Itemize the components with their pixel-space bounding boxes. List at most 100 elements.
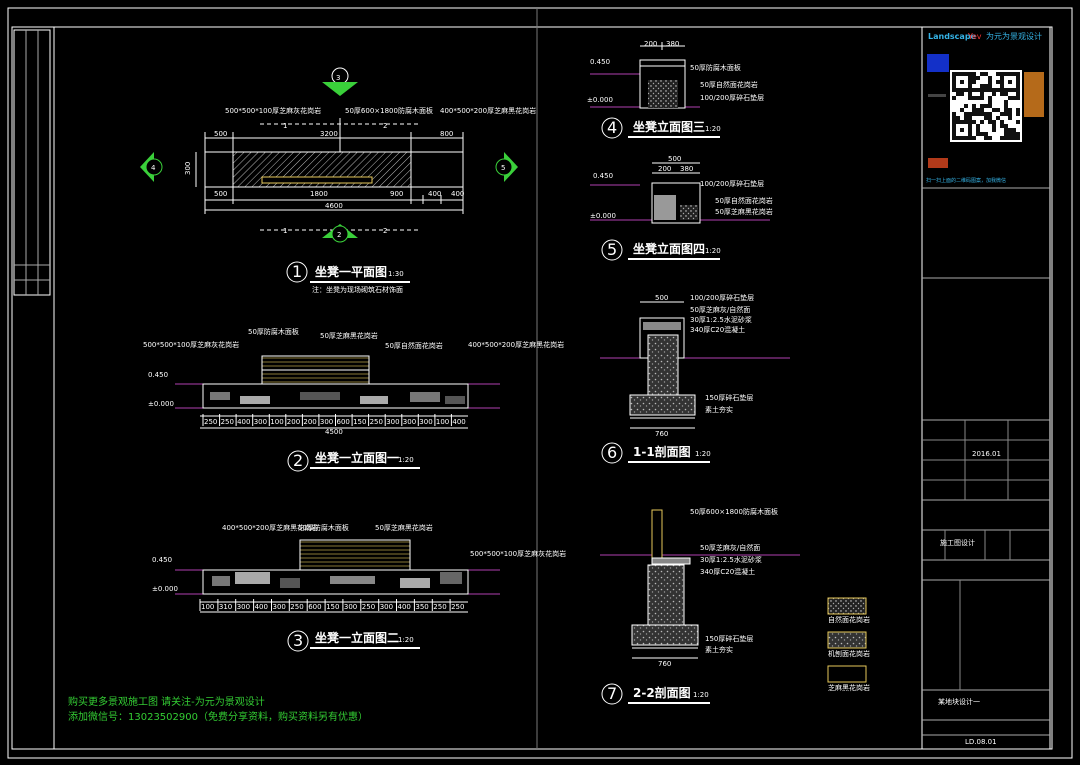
svg-text:400*500*200厚芝麻黑花岗岩: 400*500*200厚芝麻黑花岗岩 (468, 340, 564, 349)
qr-module (988, 96, 992, 100)
dim-label: 400 (398, 603, 411, 611)
plan-dim-f: 900 (390, 190, 403, 198)
svg-text:±0.000: ±0.000 (587, 96, 613, 104)
svg-text:30厚1:2.5水泥砂浆: 30厚1:2.5水泥砂浆 (690, 315, 752, 324)
dim-label: 150 (353, 418, 366, 426)
svg-text:50厚芝麻黑花岗岩: 50厚芝麻黑花岗岩 (375, 523, 433, 532)
dim-label: 310 (219, 603, 232, 611)
svg-text:150厚碎石垫层: 150厚碎石垫层 (705, 634, 753, 643)
svg-text:50厚芝麻灰/自然面: 50厚芝麻灰/自然面 (700, 543, 760, 552)
dim-label: 250 (221, 418, 234, 426)
qr-module (960, 108, 964, 112)
qr-module (968, 132, 972, 136)
qr-module (1000, 72, 1004, 76)
qr-module (992, 108, 996, 112)
qr-module (952, 76, 956, 80)
qr-module (1016, 108, 1020, 112)
qr-module (1008, 72, 1012, 76)
qr-note: 扫一扫上面的二维码图案，加我微信 (926, 177, 1006, 184)
svg-text:±0.000: ±0.000 (148, 400, 174, 408)
qr-module (956, 92, 960, 96)
promo-line-2: 添加微信号：13023502900（免费分享资料，购买资料另有优惠） (68, 710, 368, 723)
svg-text:0.450: 0.450 (148, 371, 168, 379)
qr-module (984, 112, 988, 116)
qr-module (960, 88, 964, 92)
qr-module (1004, 132, 1008, 136)
qr-module (992, 128, 996, 132)
qr-module (1004, 112, 1008, 116)
dim-label: 300 (344, 603, 357, 611)
qr-module (1016, 96, 1020, 100)
qr-module (980, 108, 984, 112)
qr-module (1004, 72, 1008, 76)
qr-module (984, 84, 988, 88)
qr-module (1008, 132, 1012, 136)
brand-logo: Landscape Yev 为元为景观设计 (927, 31, 1044, 168)
qr-module (1008, 80, 1012, 84)
qr-module (952, 84, 956, 88)
qr-module (984, 88, 988, 92)
tb-stage: 施工图设计 (940, 538, 975, 547)
qr-module (968, 124, 972, 128)
section-2-2: 760 50厚600×1800防腐木面板 50厚芝麻灰/自然面 30厚1:2.5… (600, 507, 800, 668)
marker-4-left: 4 (140, 152, 163, 182)
qr-module (1016, 136, 1020, 140)
qr-module (1012, 96, 1016, 100)
qr-module (964, 120, 968, 124)
qr-module (972, 80, 976, 84)
qr-module (972, 72, 976, 76)
plan-cut-2-top: 2 (383, 122, 387, 130)
svg-text:200: 200 (658, 165, 671, 173)
dim-label: 300 (237, 603, 250, 611)
qr-module (996, 72, 1000, 76)
qr-module (964, 104, 968, 108)
dim-label: 250 (290, 603, 303, 611)
qr-module (1004, 88, 1008, 92)
qr-module (1016, 120, 1020, 124)
qr-module (952, 136, 956, 140)
qr-module (1000, 76, 1004, 80)
svg-text:100/200厚碎石垫层: 100/200厚碎石垫层 (690, 293, 754, 302)
qr-module (1008, 112, 1012, 116)
plan-dim-a: 500 (214, 130, 227, 138)
plan-dim-c: 800 (440, 130, 453, 138)
qr-module (972, 96, 976, 100)
dim-label: 300 (403, 418, 416, 426)
qr-module (988, 80, 992, 84)
svg-text:2: 2 (293, 451, 303, 470)
qr-module (968, 80, 972, 84)
dim-label: 250 (451, 603, 464, 611)
dim-label: 600 (308, 603, 321, 611)
qr-module (984, 136, 988, 140)
svg-text:3: 3 (293, 631, 303, 650)
promo-text: 购买更多景观施工图 请关注-为元为景观设计 添加微信号：13023502900（… (68, 695, 368, 723)
qr-module (972, 136, 976, 140)
dim-label: 100 (201, 603, 214, 611)
qr-module (952, 112, 956, 116)
qr-module (976, 76, 980, 80)
title-block (921, 26, 1051, 750)
sheet-frame (7, 7, 1073, 759)
qr-module (952, 72, 956, 76)
qr-module (980, 92, 984, 96)
plan-dim-height: 300 (184, 162, 192, 175)
qr-module (1008, 116, 1012, 120)
logo-text: Landscape (928, 32, 977, 41)
qr-module (984, 104, 988, 108)
qr-module (952, 96, 956, 100)
svg-text:50厚防腐木面板: 50厚防腐木面板 (690, 63, 741, 72)
qr-module (976, 96, 980, 100)
qr-module (1012, 136, 1016, 140)
qr-code (950, 70, 1022, 142)
qr-module (1016, 132, 1020, 136)
svg-text:4: 4 (607, 118, 617, 137)
plan-title-text: 坐凳一平面图 (315, 264, 387, 279)
qr-module (968, 92, 972, 96)
plan-note-mid: 50厚600×1800防腐木面板 (345, 106, 433, 115)
qr-module (952, 80, 956, 84)
qr-module (956, 136, 960, 140)
qr-module (952, 120, 956, 124)
tb-bottom-label: 某地块设计一 (938, 697, 980, 706)
svg-text:1:20: 1:20 (398, 636, 414, 644)
